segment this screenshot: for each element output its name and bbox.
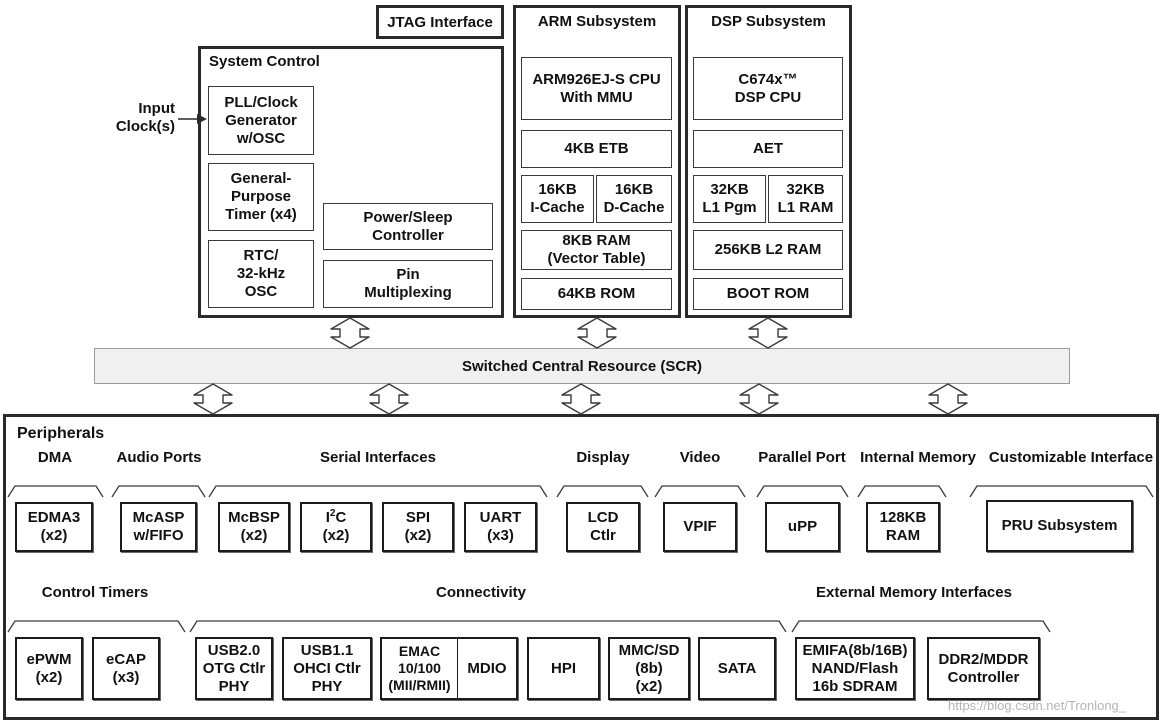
dsp-cpu-box: C674x™ DSP CPU (693, 57, 843, 120)
arm-dcache-box: 16KB D-Cache (596, 175, 672, 223)
epwm-box: ePWM (x2) (15, 637, 83, 700)
arm-etb-box: 4KB ETB (521, 130, 672, 168)
pru-subsystem-box: PRU Subsystem (986, 500, 1133, 552)
mdio-cell: MDIO (467, 659, 507, 677)
rtc-osc-box: RTC/ 32-kHz OSC (208, 240, 314, 308)
category-dma: DMA (37, 449, 73, 466)
dsp-subsystem-title: DSP Subsystem (711, 13, 826, 30)
double-arrow-scr-peripherals-3 (561, 383, 601, 415)
arm-subsystem-block: ARM Subsystem ARM926EJ-S CPU With MMU 4K… (513, 5, 681, 318)
emifa-box: EMIFA(8b/16B) NAND/Flash 16b SDRAM (795, 637, 915, 700)
jtag-interface-box: JTAG Interface (376, 5, 504, 39)
system-control-title: System Control (209, 53, 320, 70)
category-parallel-port: Parallel Port (758, 449, 846, 466)
dsp-subsystem-block: DSP Subsystem C674x™ DSP CPU AET 32KB L1… (685, 5, 852, 318)
double-arrow-arm-scr (577, 317, 617, 349)
emac-cell: EMAC 10/100 (MII/RMII) (382, 639, 458, 698)
input-clocks-label: Input Clock(s) (115, 100, 175, 135)
mcbsp-box: McBSP (x2) (218, 502, 290, 552)
dsp-l1-ram-box: 32KB L1 RAM (768, 175, 843, 223)
usb20-otg-box: USB2.0 OTG Ctlr PHY (195, 637, 273, 700)
dsp-l1-pgm-box: 32KB L1 Pgm (693, 175, 766, 223)
category-customizable-interface: Customizable Interface (988, 449, 1154, 466)
i2c-label-superscript: 2 (329, 508, 336, 519)
edma3-box: EDMA3 (x2) (15, 502, 93, 552)
arm-icache-box: 16KB I-Cache (521, 175, 594, 223)
arm-subsystem-title: ARM Subsystem (537, 13, 657, 30)
i2c-label: I2C(x2) (323, 509, 350, 545)
lcd-controller-box: LCD Ctlr (566, 502, 640, 552)
double-arrow-scr-peripherals-5 (928, 383, 968, 415)
peripherals-title: Peripherals (17, 425, 105, 442)
pll-clock-generator-box: PLL/Clock Generator w/OSC (208, 86, 314, 155)
ecap-box: eCAP (x3) (92, 637, 160, 700)
category-display: Display (576, 449, 630, 466)
arm-ram-box: 8KB RAM (Vector Table) (521, 230, 672, 270)
ddr2-mddr-controller-box: DDR2/MDDR Controller (927, 637, 1040, 700)
power-sleep-controller-box: Power/Sleep Controller (323, 203, 493, 250)
i2c-box: I2C(x2) (300, 502, 372, 552)
sata-box: SATA (698, 637, 776, 700)
category-video: Video (679, 449, 721, 466)
double-arrow-scr-peripherals-2 (369, 383, 409, 415)
category-external-memory-interfaces: External Memory Interfaces (816, 584, 1012, 601)
category-serial-interfaces: Serial Interfaces (320, 449, 436, 466)
arm-rom-box: 64KB ROM (521, 278, 672, 310)
spi-box: SPI (x2) (382, 502, 454, 552)
double-arrow-dsp-scr (748, 317, 788, 349)
dsp-aet-box: AET (693, 130, 843, 168)
i2c-label-tail: C (335, 509, 347, 526)
uart-box: UART (x3) (464, 502, 537, 552)
double-arrow-scr-peripherals-4 (739, 383, 779, 415)
double-arrow-scr-peripherals-1 (193, 383, 233, 415)
watermark-text: https://blog.csdn.net/Tronlong_ (948, 698, 1127, 713)
switched-central-resource-bar: Switched Central Resource (SCR) (94, 348, 1070, 384)
peripherals-block: Peripherals DMA Audio Ports Serial Inter… (3, 414, 1159, 720)
category-internal-memory: Internal Memory (860, 449, 976, 466)
pin-multiplexing-box: Pin Multiplexing (323, 260, 493, 308)
i2c-label-count: (x2) (322, 527, 350, 544)
hpi-box: HPI (527, 637, 600, 700)
system-control-block: System Control PLL/Clock Generator w/OSC… (198, 46, 504, 318)
category-connectivity: Connectivity (435, 584, 526, 601)
category-audio-ports: Audio Ports (116, 449, 202, 466)
general-purpose-timer-box: General- Purpose Timer (x4) (208, 163, 314, 231)
arm-cpu-box: ARM926EJ-S CPU With MMU (521, 57, 672, 120)
i2c-label-base: I (325, 509, 330, 526)
double-arrow-system-control-scr (330, 317, 370, 349)
mcasp-box: McASP w/FIFO (120, 502, 197, 552)
category-control-timers: Control Timers (41, 584, 149, 601)
upp-box: uPP (765, 502, 840, 552)
vpif-box: VPIF (663, 502, 737, 552)
emac-mdio-box: EMAC 10/100 (MII/RMII) MDIO (380, 637, 518, 700)
usb11-ohci-box: USB1.1 OHCI Ctlr PHY (282, 637, 372, 700)
dsp-l2-ram-box: 256KB L2 RAM (693, 230, 843, 270)
internal-ram-box: 128KB RAM (866, 502, 940, 552)
dsp-boot-rom-box: BOOT ROM (693, 278, 843, 310)
mmc-sd-box: MMC/SD (8b) (x2) (608, 637, 690, 700)
